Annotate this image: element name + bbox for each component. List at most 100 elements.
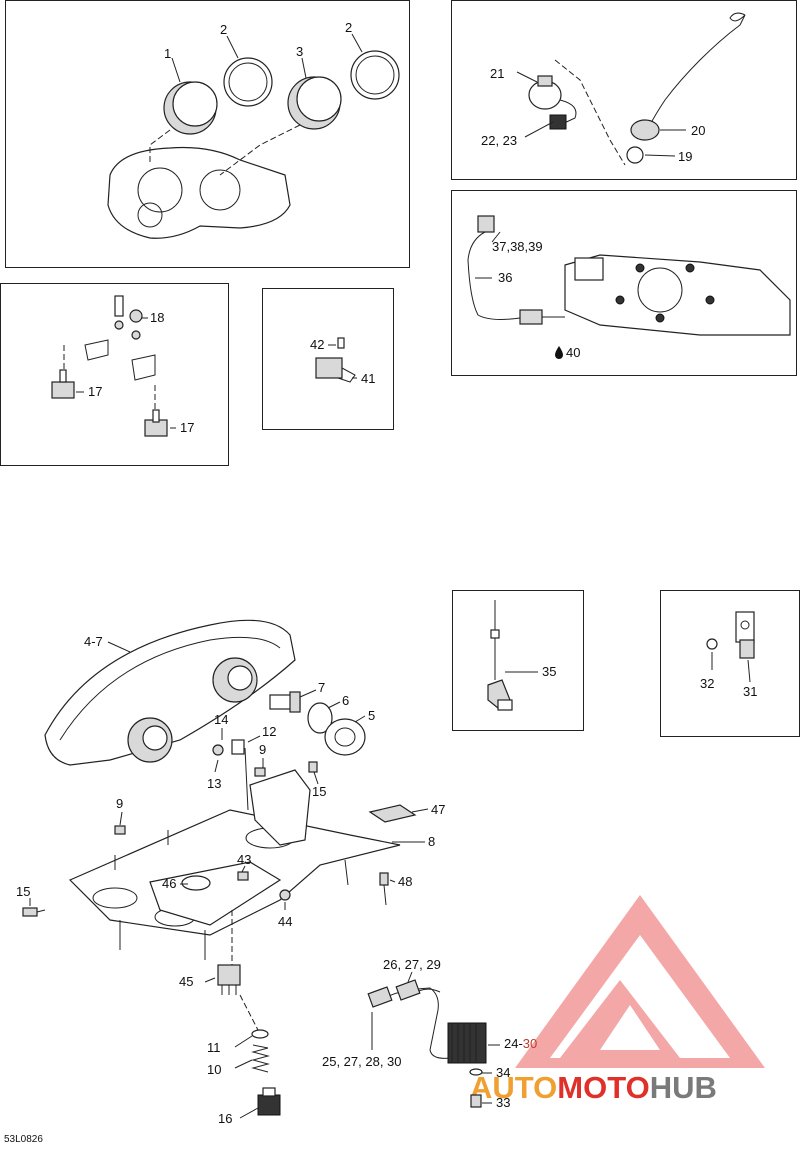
voltage-regulator[interactable] <box>447 1022 487 1064</box>
tether-clip[interactable] <box>626 146 644 164</box>
tachometer-gauge[interactable] <box>287 76 342 130</box>
adjuster-clip[interactable] <box>212 744 224 756</box>
callout-4-7: 4-7 <box>84 634 103 649</box>
fuel-level-sender[interactable] <box>487 600 513 711</box>
callout-15: 15 <box>16 884 30 899</box>
callout-15: 15 <box>312 784 326 799</box>
callout-9: 9 <box>116 796 123 811</box>
callout-31: 31 <box>743 684 757 699</box>
engine-cut-off-switch[interactable] <box>528 75 577 130</box>
tether-cap[interactable] <box>630 119 660 141</box>
gauge-ring-b[interactable] <box>350 50 400 100</box>
callout-22-23: 22, 23 <box>481 133 517 148</box>
terminal-bolt-a[interactable] <box>114 295 124 330</box>
callout-10: 10 <box>207 1062 221 1077</box>
mounting-plate[interactable] <box>68 769 401 936</box>
plastic-rivet[interactable] <box>379 872 389 906</box>
headlight-housing[interactable] <box>44 619 296 766</box>
terminal-post-b[interactable] <box>144 409 168 437</box>
washer-11[interactable] <box>251 1029 269 1039</box>
callout-35: 35 <box>542 664 556 679</box>
callout-25-27-28-30: 25, 27, 28, 30 <box>322 1054 402 1069</box>
bulb-socket-ring[interactable] <box>307 702 333 734</box>
terminal-post-a[interactable] <box>51 369 75 399</box>
automotohub-logo <box>515 895 765 1068</box>
speedometer-gauge[interactable] <box>163 81 218 135</box>
callout-17: 17 <box>88 384 102 399</box>
panel-bracket <box>660 590 800 737</box>
callout-40: 40 <box>566 345 580 360</box>
bulb-cover[interactable] <box>324 718 366 756</box>
callout-8: 8 <box>428 834 435 849</box>
callout-6: 6 <box>342 693 349 708</box>
callout-24-30: 24-30 <box>504 1036 537 1051</box>
headlight-bulb[interactable] <box>269 691 301 713</box>
callout-11: 11 <box>207 1040 221 1055</box>
screw-9a[interactable] <box>254 767 266 777</box>
screw-15a[interactable] <box>308 761 318 773</box>
screw-15b[interactable] <box>22 907 46 917</box>
callout-16: 16 <box>218 1111 232 1126</box>
grommet[interactable] <box>181 875 211 891</box>
oil-drop-icon <box>555 346 563 359</box>
callout-9: 9 <box>259 742 266 757</box>
panel-fuel-sender <box>452 590 584 731</box>
connector-a[interactable] <box>367 986 393 1008</box>
cylinder-head <box>564 254 791 336</box>
screw-33[interactable] <box>470 1094 482 1108</box>
callout-1: 1 <box>164 46 171 61</box>
switch-body[interactable] <box>217 964 241 995</box>
callout-32: 32 <box>700 676 714 691</box>
oil-sensor-wire[interactable] <box>467 231 565 325</box>
callout-3: 3 <box>296 44 303 59</box>
callout-18: 18 <box>150 310 164 325</box>
callout-19: 19 <box>678 149 692 164</box>
callout-26-27-29: 26, 27, 29 <box>383 957 441 972</box>
callout-44: 44 <box>278 914 292 929</box>
callout-7: 7 <box>318 680 325 695</box>
washer-34[interactable] <box>469 1068 483 1076</box>
callout-42: 42 <box>310 337 324 352</box>
panel-tether-switch <box>451 0 797 180</box>
connector-b[interactable] <box>395 979 421 1001</box>
callout-20: 20 <box>691 123 705 138</box>
callout-2: 2 <box>220 22 227 37</box>
relay-screw[interactable] <box>337 337 345 349</box>
gauge-cluster-housing <box>107 146 291 239</box>
callout-45: 45 <box>179 974 193 989</box>
watermark-moto: MOTO <box>557 1070 649 1105</box>
callout-47: 47 <box>431 802 445 817</box>
watermark-hub: HUB <box>650 1070 717 1105</box>
standoff-posts <box>114 830 349 960</box>
diagram-reference: 53L0826 <box>4 1134 43 1145</box>
callout-34: 34 <box>496 1065 510 1080</box>
relay[interactable] <box>315 357 356 383</box>
callout-36: 36 <box>498 270 512 285</box>
bracket-screw[interactable] <box>706 638 718 650</box>
mounting-bracket[interactable] <box>735 611 755 659</box>
push-button-16[interactable] <box>257 1087 281 1116</box>
label-plate[interactable] <box>368 804 417 823</box>
callout-14: 14 <box>214 712 228 727</box>
coiled-tether-cord[interactable] <box>649 12 746 126</box>
callout-43: 43 <box>237 852 251 867</box>
gauge-ring-a[interactable] <box>223 57 273 107</box>
screw-9b[interactable] <box>114 825 126 835</box>
adjuster-rod[interactable] <box>231 739 249 811</box>
oil-sensor-connector[interactable] <box>477 215 495 233</box>
callout-17: 17 <box>180 420 194 435</box>
callout-2: 2 <box>345 20 352 35</box>
watermark-auto: AUTO <box>470 1070 557 1105</box>
callout-5: 5 <box>368 708 375 723</box>
callout-46: 46 <box>162 876 176 891</box>
spring-10[interactable] <box>251 1044 270 1073</box>
callout-12: 12 <box>262 724 276 739</box>
terminal-nut[interactable] <box>129 309 143 340</box>
screw-43[interactable] <box>237 871 249 881</box>
nut-44[interactable] <box>279 889 291 901</box>
callout-48: 48 <box>398 874 412 889</box>
callout-33: 33 <box>496 1095 510 1110</box>
callout-21: 21 <box>490 66 504 81</box>
callout-41: 41 <box>361 371 375 386</box>
